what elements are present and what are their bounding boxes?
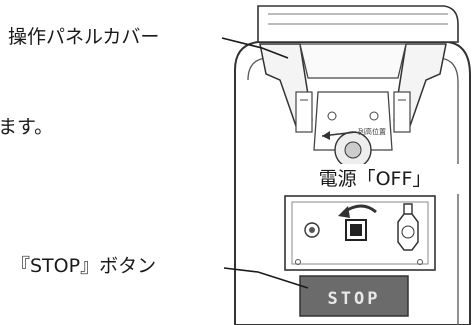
power-off-label: 電源「OFF」	[288, 164, 462, 194]
stop-button-text: STOP	[328, 289, 381, 309]
rotary-knob[interactable]	[397, 203, 419, 251]
stop-button-label: 『STOP』ボタン	[11, 255, 157, 277]
cover-label: 操作パネルカバー	[8, 26, 160, 48]
operation-panel-cover	[259, 43, 447, 133]
cover-leader-line	[221, 37, 289, 59]
inner-mechanism: 列高位置	[313, 91, 393, 169]
stop-button[interactable]: STOP	[299, 275, 409, 317]
stop-leader-line	[223, 267, 309, 289]
position-arrow-text: 列高位置	[358, 127, 386, 136]
control-panel	[284, 195, 436, 271]
partial-body-text: ます。	[0, 116, 54, 138]
